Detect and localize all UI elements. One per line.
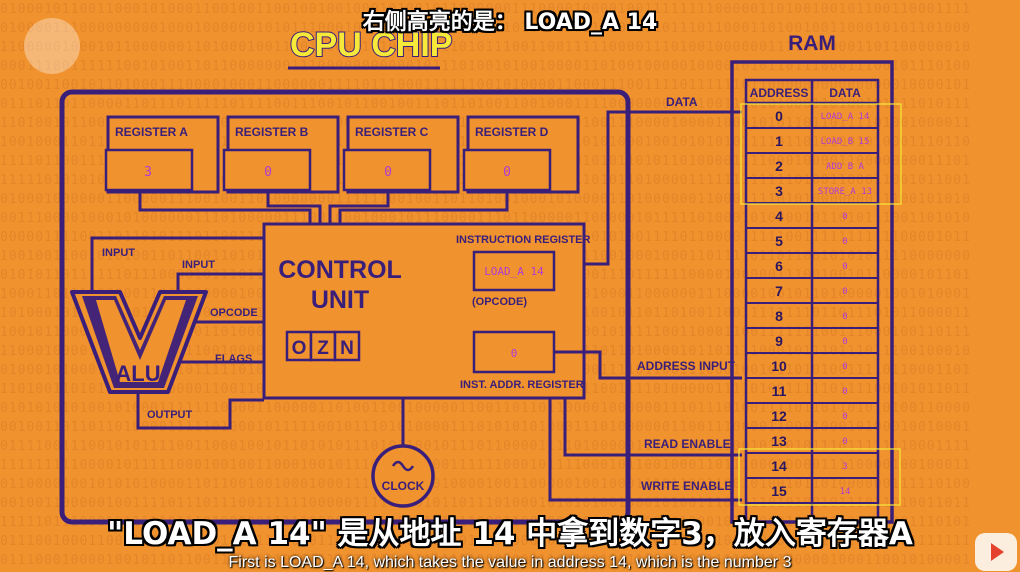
clock-label: CLOCK — [382, 479, 425, 493]
ram-data-13: 0 — [842, 437, 847, 447]
register-a-label: REGISTER A — [115, 125, 188, 139]
pbs-logo-icon — [24, 18, 80, 74]
ram-data-14: 3 — [842, 462, 847, 472]
inst-addr-register-label: INST. ADDR. REGISTER — [460, 379, 584, 391]
ram-data-7: 0 — [842, 287, 847, 297]
flags-label: FLAGS — [215, 353, 252, 365]
alu-input-label-1: INPUT — [102, 247, 135, 259]
bus-wires — [548, 110, 742, 502]
output-label: OUTPUT — [147, 409, 193, 421]
ram-address-2: 2 — [775, 158, 783, 174]
play-button-icon[interactable] — [975, 533, 1017, 571]
ram-data-1: LOAD_B 15 — [821, 137, 870, 147]
ram-data-12: 0 — [842, 412, 847, 422]
register-d: REGISTER D 0 — [462, 115, 580, 194]
ram-address-7: 7 — [775, 283, 783, 299]
flag-negative: N — [340, 338, 354, 359]
register-b: REGISTER B 0 — [222, 115, 340, 194]
subtitle-english: First is LOAD_A 14, which takes the valu… — [228, 554, 792, 571]
write-enable-label: WRITE ENABLE — [641, 479, 732, 493]
read-enable-label: READ ENABLE — [644, 437, 731, 451]
ram-data-6: 0 — [842, 262, 847, 272]
subtitle-top: 右侧高亮的是： LOAD_A 14 — [362, 10, 658, 35]
ram-data-3: STORE_A 13 — [818, 187, 872, 197]
ram-data-8: 0 — [842, 312, 847, 322]
ram-data-10: 0 — [842, 362, 847, 372]
ram-data-2: ADD B A — [826, 162, 865, 172]
highlight-data-rows — [738, 448, 901, 506]
instruction-register-value: LOAD_A 14 — [484, 265, 544, 278]
flags-box: O Z N — [285, 330, 361, 362]
register-c-label: REGISTER C — [355, 125, 429, 139]
ram-address-1: 1 — [775, 133, 783, 149]
control-unit-label-line1: CONTROL — [278, 256, 402, 284]
cpu-outline — [59, 89, 631, 525]
ram-data-15: 14 — [840, 487, 851, 497]
ram-address-13: 13 — [771, 433, 787, 449]
alu-input-label-2: INPUT — [182, 259, 215, 271]
ram-address-9: 9 — [775, 333, 783, 349]
register-d-value: 0 — [503, 165, 511, 180]
register-d-label: REGISTER D — [475, 125, 549, 139]
register-a-value: 3 — [144, 165, 152, 180]
highlight-program-rows — [740, 103, 902, 205]
ram-address-14: 14 — [771, 458, 787, 474]
inst-addr-register-value: 0 — [511, 347, 518, 360]
register-wires — [138, 192, 509, 226]
register-c-value: 0 — [384, 165, 392, 180]
ram-data-9: 0 — [842, 337, 847, 347]
opcode-label: OPCODE — [210, 307, 258, 319]
ram-data-5: 0 — [842, 237, 847, 247]
subtitle-main: "LOAD_A 14" 是从地址 14 中拿到数字3，放入寄存器A — [107, 516, 913, 552]
ram-address-12: 12 — [771, 408, 787, 424]
register-c: REGISTER C 0 — [342, 115, 460, 194]
ram-address-8: 8 — [775, 308, 783, 324]
instruction-register-box — [472, 250, 556, 292]
ram-data-0: LOAD_A 14 — [821, 112, 870, 122]
alu-wires — [90, 236, 264, 430]
ram-address-11: 11 — [772, 383, 787, 399]
ram-address-3: 3 — [775, 183, 783, 199]
ram-address-5: 5 — [775, 233, 783, 249]
clock-icon — [371, 444, 435, 508]
ram-data-11: 0 — [842, 387, 847, 397]
ram-address-10: 10 — [771, 358, 787, 374]
control-unit-label-line2: UNIT — [311, 286, 369, 314]
register-b-label: REGISTER B — [235, 125, 309, 139]
ram-address-0: 0 — [775, 108, 783, 124]
ram-header-address: ADDRESS — [750, 86, 809, 100]
register-b-value: 0 — [264, 165, 272, 180]
flag-overflow: O — [292, 338, 307, 359]
address-input-label: ADDRESS INPUT — [637, 359, 736, 373]
register-a: REGISTER A 3 — [104, 115, 220, 194]
ram-address-15: 15 — [771, 483, 787, 499]
ram-data-4: 0 — [842, 212, 847, 222]
flag-zero: Z — [317, 338, 329, 359]
instruction-register-label: INSTRUCTION REGISTER — [456, 234, 591, 246]
ram-address-6: 6 — [775, 258, 783, 274]
ram-header-data: DATA — [829, 86, 861, 100]
cpu-chip-title: CPU CHIP — [290, 26, 452, 64]
data-bus-label: DATA — [666, 95, 698, 109]
alu-label: ALU — [115, 361, 160, 386]
opcode-sublabel: (OPCODE) — [472, 296, 527, 308]
ram-rows: 0 LOAD_A 14 1 LOAD_B 15 2 ADD B A 3 STORE_A 13 4… — [746, 108, 878, 504]
ram-address-4: 4 — [775, 208, 783, 224]
ram-title: RAM — [788, 32, 836, 55]
